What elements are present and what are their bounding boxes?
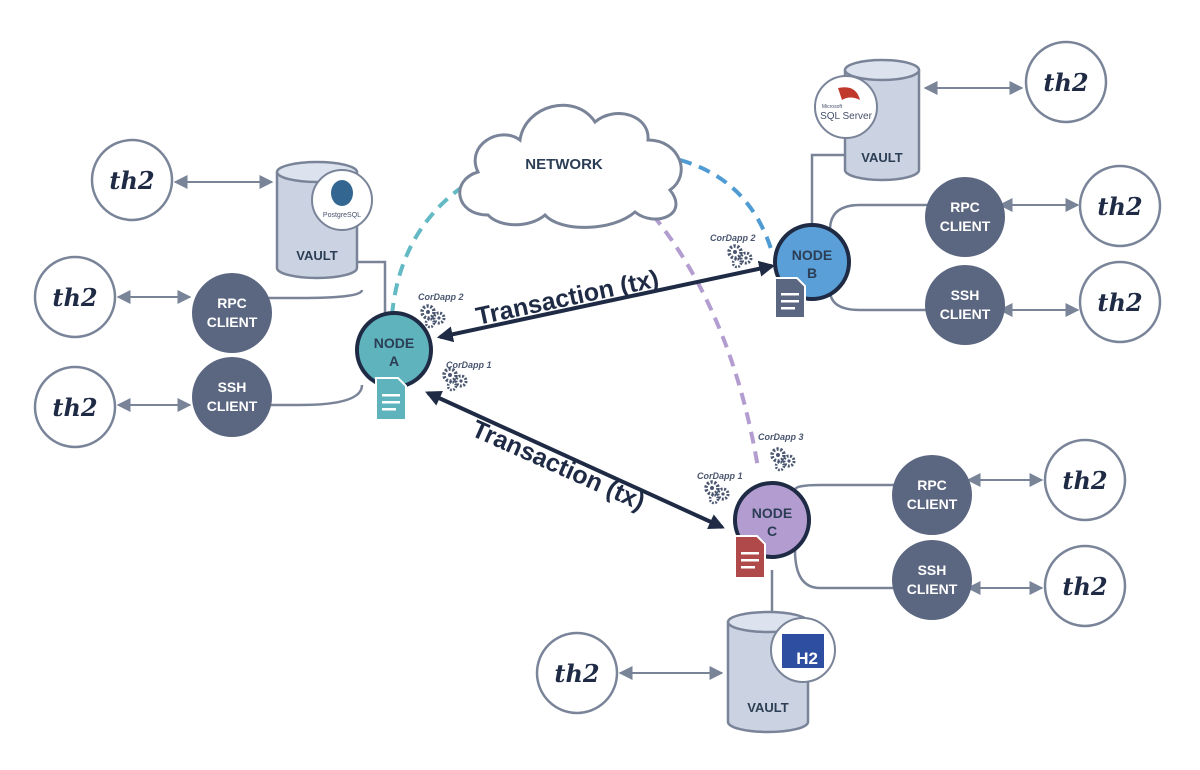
svg-text:SSH: SSH xyxy=(918,562,947,578)
vault-c: VAULT H2 xyxy=(726,610,836,734)
svg-text:SSH: SSH xyxy=(218,379,247,395)
document-icon xyxy=(774,277,806,319)
svg-text:CLIENT: CLIENT xyxy=(907,496,958,512)
cloud-icon: NETWORK xyxy=(458,103,683,229)
svg-text:A: A xyxy=(389,353,399,369)
ssh-client-a: SSH CLIENT xyxy=(192,357,272,437)
network-label: NETWORK xyxy=(525,156,603,173)
svg-text:NODE: NODE xyxy=(374,335,414,351)
cordapp-label: CorDapp 2 xyxy=(710,233,756,243)
th2-logo: th2 xyxy=(1024,40,1108,124)
gears-icon xyxy=(727,244,753,269)
th2-logo: th2 xyxy=(1078,164,1162,248)
gears-icon xyxy=(704,480,730,505)
svg-text:RPC: RPC xyxy=(217,295,247,311)
svg-text:th2: th2 xyxy=(52,393,97,422)
cordapp-label: CorDapp 1 xyxy=(697,471,743,481)
postgres-logo-text: PostgreSQL xyxy=(323,212,361,219)
th2-logo: th2 xyxy=(33,255,117,339)
svg-text:th2: th2 xyxy=(1097,192,1142,221)
th2-arrows xyxy=(116,81,1080,680)
svg-text:th2: th2 xyxy=(109,166,154,195)
th2-logo: th2 xyxy=(33,365,117,449)
rpc-client-c: RPC CLIENT xyxy=(892,455,972,535)
vault-b-label: VAULT xyxy=(861,150,902,165)
svg-text:CLIENT: CLIENT xyxy=(940,306,991,322)
sqlserver-logo xyxy=(814,75,878,139)
svg-text:RPC: RPC xyxy=(917,477,947,493)
th2-logo: th2 xyxy=(90,138,174,222)
rpc-client-b: RPC CLIENT xyxy=(925,177,1005,257)
vault-a-label: VAULT xyxy=(296,248,337,263)
svg-text:th2: th2 xyxy=(1062,572,1107,601)
th2-logo: th2 xyxy=(1043,544,1127,628)
h2-logo-text: H2 xyxy=(796,649,818,668)
svg-text:th2: th2 xyxy=(554,659,599,688)
th2-logo: th2 xyxy=(1043,438,1127,522)
svg-text:B: B xyxy=(807,265,817,281)
sqlserver-logo-text: SQL Server xyxy=(820,111,873,122)
svg-text:th2: th2 xyxy=(1062,466,1107,495)
gears-icon xyxy=(442,367,468,392)
cordapp-label: CorDapp 2 xyxy=(418,292,464,302)
node-a: NODE A xyxy=(355,311,433,389)
transaction-arrows xyxy=(425,260,776,529)
svg-text:C: C xyxy=(767,523,777,539)
sqlserver-logo-small: Microsoft xyxy=(822,104,843,110)
rpc-client-a: RPC CLIENT xyxy=(192,273,272,353)
svg-text:th2: th2 xyxy=(1043,68,1088,97)
transaction-label-ac: Transaction (tx) xyxy=(468,415,649,516)
svg-text:NODE: NODE xyxy=(792,247,832,263)
svg-text:RPC: RPC xyxy=(950,199,980,215)
transaction-label-ab: Transaction (tx) xyxy=(473,265,661,331)
gears-icon xyxy=(770,447,796,472)
svg-text:CLIENT: CLIENT xyxy=(940,218,991,234)
ssh-client-c: SSH CLIENT xyxy=(892,540,972,620)
th2-logo: th2 xyxy=(535,631,619,715)
svg-text:th2: th2 xyxy=(52,283,97,312)
svg-text:CLIENT: CLIENT xyxy=(207,314,258,330)
network-links xyxy=(390,158,774,469)
ssh-client-b: SSH CLIENT xyxy=(925,265,1005,345)
gears-icon xyxy=(420,304,446,329)
document-icon xyxy=(375,377,407,421)
vault-a: VAULT PostgreSQL xyxy=(275,160,373,280)
svg-text:th2: th2 xyxy=(1097,288,1142,317)
cordapp-label: CorDapp 1 xyxy=(446,360,492,370)
vault-b: VAULT Microsoft SQL Server xyxy=(814,58,921,182)
th2-logo: th2 xyxy=(1078,260,1162,344)
vault-c-label: VAULT xyxy=(747,700,788,715)
svg-text:CLIENT: CLIENT xyxy=(907,581,958,597)
svg-text:CLIENT: CLIENT xyxy=(207,398,258,414)
svg-text:NODE: NODE xyxy=(752,505,792,521)
svg-text:SSH: SSH xyxy=(951,287,980,303)
cordapp-label: CorDapp 3 xyxy=(758,432,804,442)
document-icon xyxy=(734,535,766,579)
